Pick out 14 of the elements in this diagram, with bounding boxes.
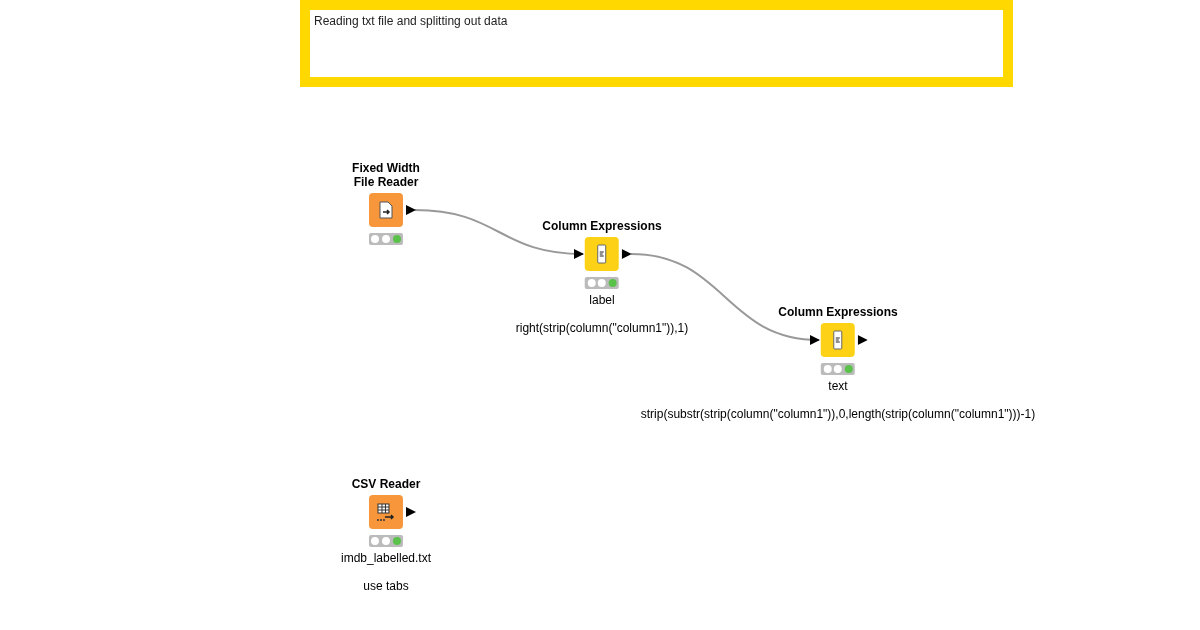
node-title: Fixed Width File Reader <box>351 161 421 189</box>
connection-arrow <box>630 253 820 345</box>
node-annotation: right(strip(column("column1")),1) <box>515 321 689 335</box>
node-label: text <box>828 379 848 393</box>
node-title: Column Expressions <box>542 219 662 233</box>
node-annotation: use tabs <box>363 579 409 593</box>
node-label: label <box>589 293 615 307</box>
annotation-box <box>300 0 1013 87</box>
node-title: Column Expressions <box>778 305 898 319</box>
annotation-text: Reading txt file and splitting out data <box>314 13 509 30</box>
node-label: imdb_labelled.txt <box>340 551 432 565</box>
node-annotation: strip(substr(strip(column("column1")),0,length(strip(column("column1")))-1) <box>640 407 1036 421</box>
node-title: CSV Reader <box>351 477 421 491</box>
connection-arrow <box>414 209 584 259</box>
